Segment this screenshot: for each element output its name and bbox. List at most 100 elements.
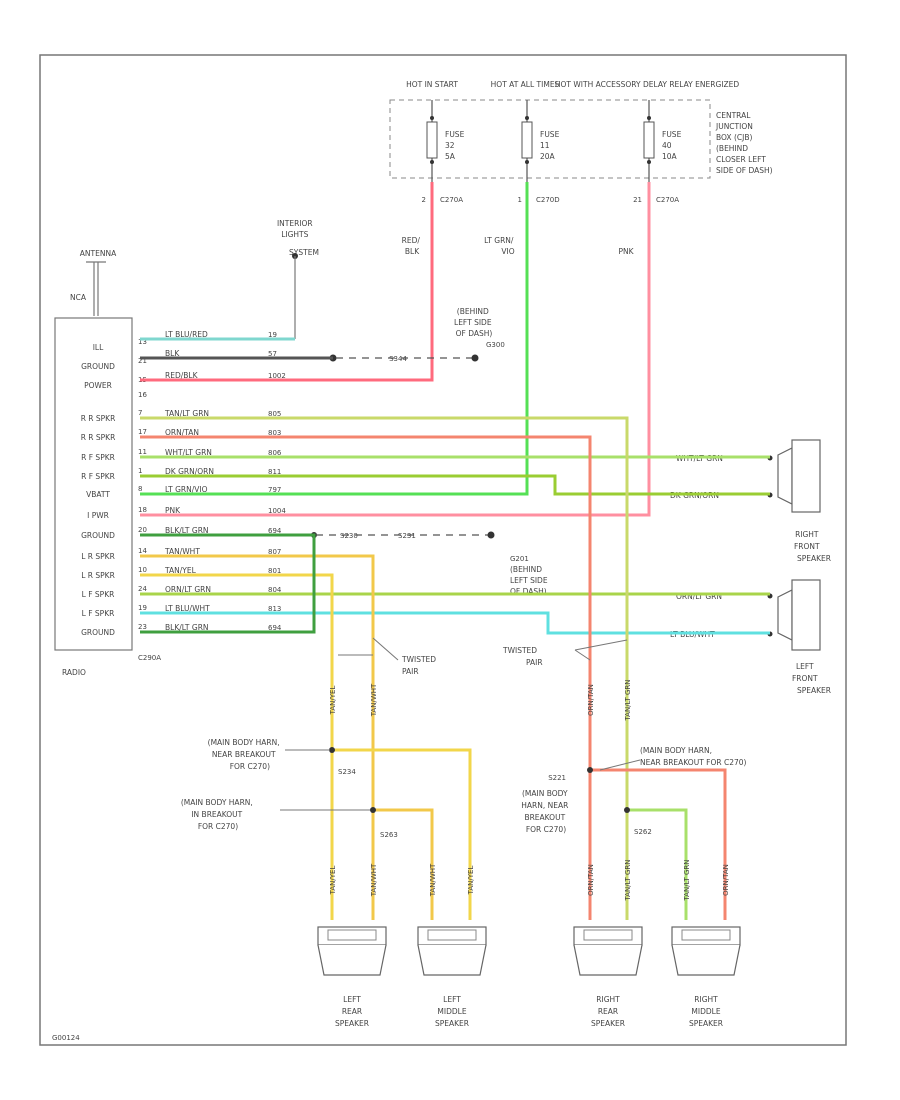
bottom-speaker-label: RIGHT bbox=[596, 995, 620, 1004]
svg-text:(MAIN BODY HARN, NEAR BR: (MAIN BODY HARN, NEAR BREAKOUT FOR C270) bbox=[208, 738, 282, 771]
svg-text:11: 11 bbox=[540, 141, 550, 150]
radio-pin-label: L F SPKR bbox=[82, 609, 115, 618]
feed-label-pnk: PNK bbox=[618, 247, 634, 256]
upper-wire-label: ORN/TAN bbox=[587, 684, 595, 716]
radio-wire-color: LT BLU/RED bbox=[165, 330, 208, 339]
bottom-wire-label: TAN/YEL bbox=[467, 866, 475, 896]
radio-wire-color: BLK bbox=[165, 349, 180, 358]
radio-pin-number: 23 bbox=[138, 623, 147, 631]
interior-lights-system: INTERIOR LIGHTS SYSTEM bbox=[277, 219, 319, 339]
ground-mid-splice-a: S230 bbox=[340, 532, 358, 540]
radio-pin-number: 21 bbox=[138, 357, 147, 365]
harness-note-s263: (MAIN BODY HARN, IN BREAKOUT FOR C270) S… bbox=[181, 798, 398, 839]
radio-pin-label: GROUND bbox=[81, 362, 115, 371]
ground-mid: S230 S231 G201 (BEHIND LEFT SIDE OF DASH… bbox=[311, 531, 548, 596]
right-front-speaker-label: RIGHT FRONT SPEAKER bbox=[794, 530, 831, 563]
radio-wire-circuit: 797 bbox=[268, 486, 281, 494]
svg-text:S263: S263 bbox=[380, 831, 398, 839]
harness-note-right: (MAIN BODY HARN, NEAR BREAKOUT FOR C270) bbox=[599, 746, 747, 771]
bottom-wire-labels: TAN/YEL TAN/WHT TAN/WHT TAN/YEL ORN/TAN TAN/L… bbox=[329, 679, 730, 901]
radio-wire-circuit: 694 bbox=[268, 527, 282, 535]
antenna-sublabel: NCA bbox=[70, 293, 87, 302]
cjb-location: CENTRAL JUNCTION BOX (CJB) (BEHIND CLOSE… bbox=[715, 111, 773, 175]
bottom-speaker-label: LEFT bbox=[343, 995, 361, 1004]
radio-pin-number: 14 bbox=[138, 547, 147, 555]
ground-top-id: G300 bbox=[486, 341, 505, 349]
feed-label-lt-grn-vio: LT GRN/ VIO bbox=[484, 236, 516, 256]
ground-mid-splice-b: S231 bbox=[398, 532, 416, 540]
left-side-routing bbox=[140, 533, 472, 920]
radio-connector: C290A bbox=[138, 654, 161, 662]
radio-pin-number: 24 bbox=[138, 585, 147, 593]
fuse-1: FUSE 32 5A bbox=[426, 100, 465, 182]
right-side-routing bbox=[140, 416, 770, 920]
svg-text:(MAIN BODY HARN, NEAR BR: (MAIN BODY HARN, NEAR BREAKOUT FOR C270) bbox=[640, 746, 747, 767]
svg-text:10A: 10A bbox=[662, 152, 678, 161]
bottom-speaker-label: MIDDLE bbox=[437, 1007, 466, 1016]
radio-pin-number: 19 bbox=[138, 604, 147, 612]
svg-text:TWISTED PAIR: TWISTED PAIR bbox=[401, 655, 438, 676]
radio-pin-label: VBATT bbox=[86, 490, 110, 499]
radio-pin-number: 7 bbox=[138, 409, 142, 417]
svg-text:(MAIN BODY HARN, IN BREA: (MAIN BODY HARN, IN BREAKOUT FOR C270) bbox=[181, 798, 255, 831]
fuse-header-3: HOT WITH ACCESSORY DELAY RELAY ENERGIZED bbox=[555, 80, 739, 89]
svg-text:32: 32 bbox=[445, 141, 455, 150]
radio-label: RADIO bbox=[62, 668, 86, 677]
radio-wire-color: TAN/YEL bbox=[164, 566, 197, 575]
bottom-speaker-label: SPEAKER bbox=[335, 1019, 369, 1028]
bottom-wire-label: TAN/WHT bbox=[370, 863, 378, 897]
radio-wire-circuit: 803 bbox=[268, 429, 281, 437]
radio-wire-color: ORN/LT GRN bbox=[165, 585, 211, 594]
harness-note-s234: (MAIN BODY HARN, NEAR BREAKOUT FOR C270)… bbox=[208, 738, 357, 776]
upper-wire-label: TAN/LT GRN bbox=[624, 679, 632, 721]
radio-wire-color: PNK bbox=[165, 506, 181, 515]
svg-text:20A: 20A bbox=[540, 152, 556, 161]
fuse-3-name: FUSE bbox=[662, 130, 682, 139]
bottom-wire-label: ORN/TAN bbox=[587, 864, 595, 896]
radio-pin-label: L F SPKR bbox=[82, 590, 115, 599]
feed-wire-red-blk bbox=[140, 182, 434, 382]
upper-wire-label: TAN/YEL bbox=[329, 686, 337, 716]
lf-wire-label-1: ORN/LT GRN bbox=[676, 592, 722, 601]
radio-wire-circuit: 804 bbox=[268, 586, 282, 594]
feed-wires: RED/ BLK LT GRN/ VIO PNK bbox=[140, 182, 651, 517]
bottom-wire-label: TAN/LT GRN bbox=[683, 859, 691, 901]
ground-top-splice: S344 bbox=[389, 355, 407, 363]
radio-wire-circuit: 813 bbox=[268, 605, 281, 613]
radio-pin-label: R F SPKR bbox=[81, 472, 115, 481]
fuse-3: FUSE 40 10A bbox=[643, 100, 682, 182]
fuse-1-number: 32 bbox=[445, 141, 455, 150]
radio-wire-circuit: 694 bbox=[268, 624, 282, 632]
svg-text:(MAIN BODY HARN, NEAR: (MAIN BODY HARN, NEAR BREAKOUT FOR C270) bbox=[521, 789, 570, 834]
bottom-speaker-label: REAR bbox=[598, 1007, 618, 1016]
central-junction-box: HOT IN START HOT AT ALL TIMES HOT WITH A… bbox=[389, 80, 773, 204]
svg-text:5A: 5A bbox=[445, 152, 456, 161]
radio-wire-color: BLK/LT GRN bbox=[165, 526, 209, 535]
radio-wire-circuit: 801 bbox=[268, 567, 281, 575]
radio-wire-circuit: 811 bbox=[268, 468, 281, 476]
radio-pin-number: 13 bbox=[138, 338, 147, 346]
interior-lights-label: INTERIOR LIGHTS SYSTEM bbox=[277, 219, 319, 257]
conn-1-name: C270A bbox=[440, 196, 463, 204]
fuse-2-rating: 20A bbox=[540, 152, 556, 161]
figure-code: G00124 bbox=[52, 1034, 80, 1042]
left-front-speaker-label: LEFT FRONT SPEAKER bbox=[792, 662, 831, 695]
fuse-header-2: HOT AT ALL TIMES bbox=[491, 80, 560, 89]
bottom-speaker-label: SPEAKER bbox=[435, 1019, 469, 1028]
left-front-speaker: LEFT FRONT SPEAKER ORN/LT GRN LT BLU/WHT bbox=[670, 579, 831, 695]
upper-wire-label: TAN/WHT bbox=[370, 683, 378, 717]
fuse-header-1: HOT IN START bbox=[406, 80, 458, 89]
svg-text:FUSE: FUSE bbox=[445, 130, 465, 139]
svg-text:S234: S234 bbox=[338, 768, 356, 776]
radio-pin-label: GROUND bbox=[81, 628, 115, 637]
fuse-2: FUSE 11 20A bbox=[521, 100, 560, 182]
fuse-3-rating: 10A bbox=[662, 152, 678, 161]
bottom-speaker-label: MIDDLE bbox=[691, 1007, 720, 1016]
conn-2-pin: 1 bbox=[518, 196, 522, 204]
